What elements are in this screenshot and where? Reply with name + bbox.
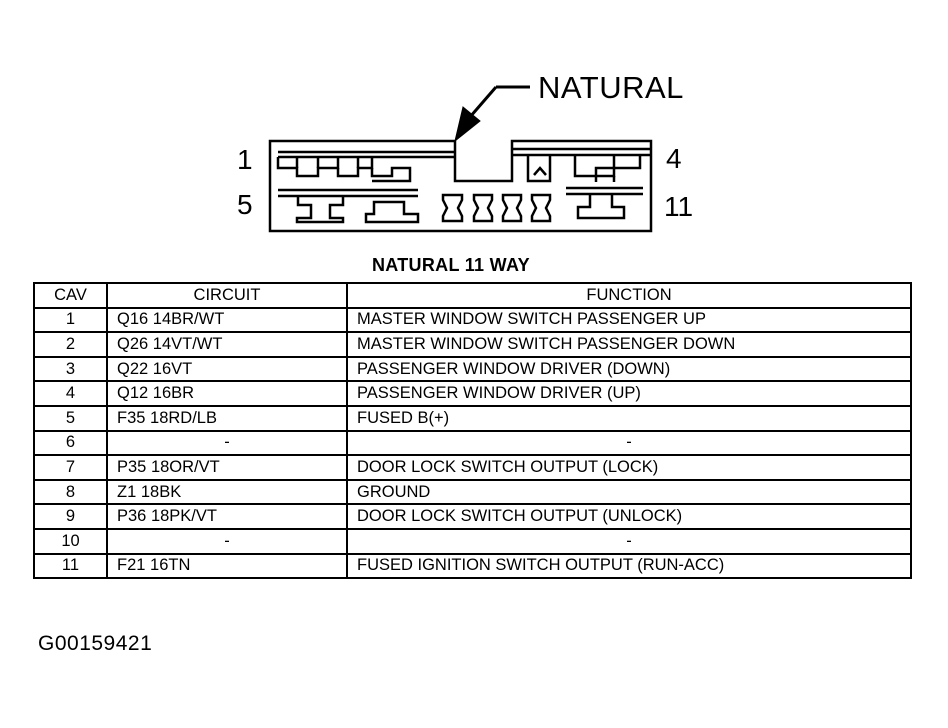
circuit-cell: Q12 16BR <box>106 380 348 407</box>
circuit-cell: F21 16TN <box>106 552 348 580</box>
function-cell: - <box>346 527 912 555</box>
table-row: 2 Q26 14VT/WT MASTER WINDOW SWITCH PASSE… <box>33 331 912 358</box>
pin-label-5: 5 <box>237 189 253 220</box>
figure-id: G00159421 <box>38 632 153 655</box>
terminal-group-lower-middle <box>441 193 552 223</box>
cav-cell: 11 <box>33 552 108 580</box>
header-circuit: CIRCUIT <box>106 282 348 309</box>
pin-label-11: 11 <box>664 191 694 222</box>
circuit-cell: P36 18PK/VT <box>106 503 348 530</box>
function-cell: FUSED B(+) <box>346 404 912 432</box>
terminal-group-upper-left <box>276 157 412 183</box>
terminal-group-lower-left <box>295 196 420 224</box>
circuit-cell: - <box>106 429 348 457</box>
function-cell: PASSENGER WINDOW DRIVER (DOWN) <box>346 355 912 383</box>
table-row: 9 P36 18PK/VT DOOR LOCK SWITCH OUTPUT (U… <box>33 503 912 530</box>
circuit-cell: Q22 16VT <box>106 355 348 383</box>
table-title: NATURAL 11 WAY <box>372 255 530 275</box>
cav-cell: 6 <box>33 429 108 457</box>
table-row: 1 Q16 14BR/WT MASTER WINDOW SWITCH PASSE… <box>33 306 912 334</box>
circuit-cell: Q26 14VT/WT <box>106 331 348 358</box>
cav-cell: 5 <box>33 404 108 432</box>
cav-cell: 3 <box>33 355 108 383</box>
circuit-cell: - <box>106 527 348 555</box>
table-row: 3 Q22 16VT PASSENGER WINDOW DRIVER (DOWN… <box>33 355 912 383</box>
circuit-cell: P35 18OR/VT <box>106 454 348 481</box>
cav-cell: 10 <box>33 527 108 555</box>
table-row: 11 F21 16TN FUSED IGNITION SWITCH OUTPUT… <box>33 552 912 580</box>
function-cell: - <box>346 429 912 457</box>
circuit-cell: F35 18RD/LB <box>106 404 348 432</box>
table-row: 4 Q12 16BR PASSENGER WINDOW DRIVER (UP) <box>33 380 912 407</box>
natural-callout-leader <box>454 85 530 143</box>
table-row: 10 - - <box>33 527 912 555</box>
cav-cell: 9 <box>33 503 108 530</box>
function-cell: FUSED IGNITION SWITCH OUTPUT (RUN-ACC) <box>346 552 912 580</box>
connector-face-diagram <box>268 85 653 233</box>
function-cell: DOOR LOCK SWITCH OUTPUT (LOCK) <box>346 454 912 481</box>
function-cell: PASSENGER WINDOW DRIVER (UP) <box>346 380 912 407</box>
table-row: 6 - - <box>33 429 912 457</box>
circuit-cell: Z1 18BK <box>106 478 348 506</box>
table-header-row: CAV CIRCUIT FUNCTION <box>33 282 912 309</box>
cav-cell: 8 <box>33 478 108 506</box>
terminal-group-upper-right <box>526 155 642 183</box>
header-function: FUNCTION <box>346 282 912 309</box>
table-row: 7 P35 18OR/VT DOOR LOCK SWITCH OUTPUT (L… <box>33 454 912 481</box>
table-row: 5 F35 18RD/LB FUSED B(+) <box>33 404 912 432</box>
cav-cell: 7 <box>33 454 108 481</box>
pinout-table: CAV CIRCUIT FUNCTION 1 Q16 14BR/WT MASTE… <box>33 282 912 580</box>
cav-cell: 4 <box>33 380 108 407</box>
connector-housing <box>268 139 653 233</box>
circuit-cell: Q16 14BR/WT <box>106 306 348 334</box>
function-cell: GROUND <box>346 478 912 506</box>
natural-callout-label: NATURAL <box>538 70 684 105</box>
function-cell: DOOR LOCK SWITCH OUTPUT (UNLOCK) <box>346 503 912 530</box>
function-cell: MASTER WINDOW SWITCH PASSENGER DOWN <box>346 331 912 358</box>
header-cav: CAV <box>33 282 108 309</box>
table-row: 8 Z1 18BK GROUND <box>33 478 912 506</box>
pin-label-4: 4 <box>666 143 682 174</box>
cav-cell: 2 <box>33 331 108 358</box>
function-cell: MASTER WINDOW SWITCH PASSENGER UP <box>346 306 912 334</box>
cav-cell: 1 <box>33 306 108 334</box>
pin-label-1: 1 <box>237 144 253 175</box>
terminal-group-lower-right <box>576 194 626 220</box>
